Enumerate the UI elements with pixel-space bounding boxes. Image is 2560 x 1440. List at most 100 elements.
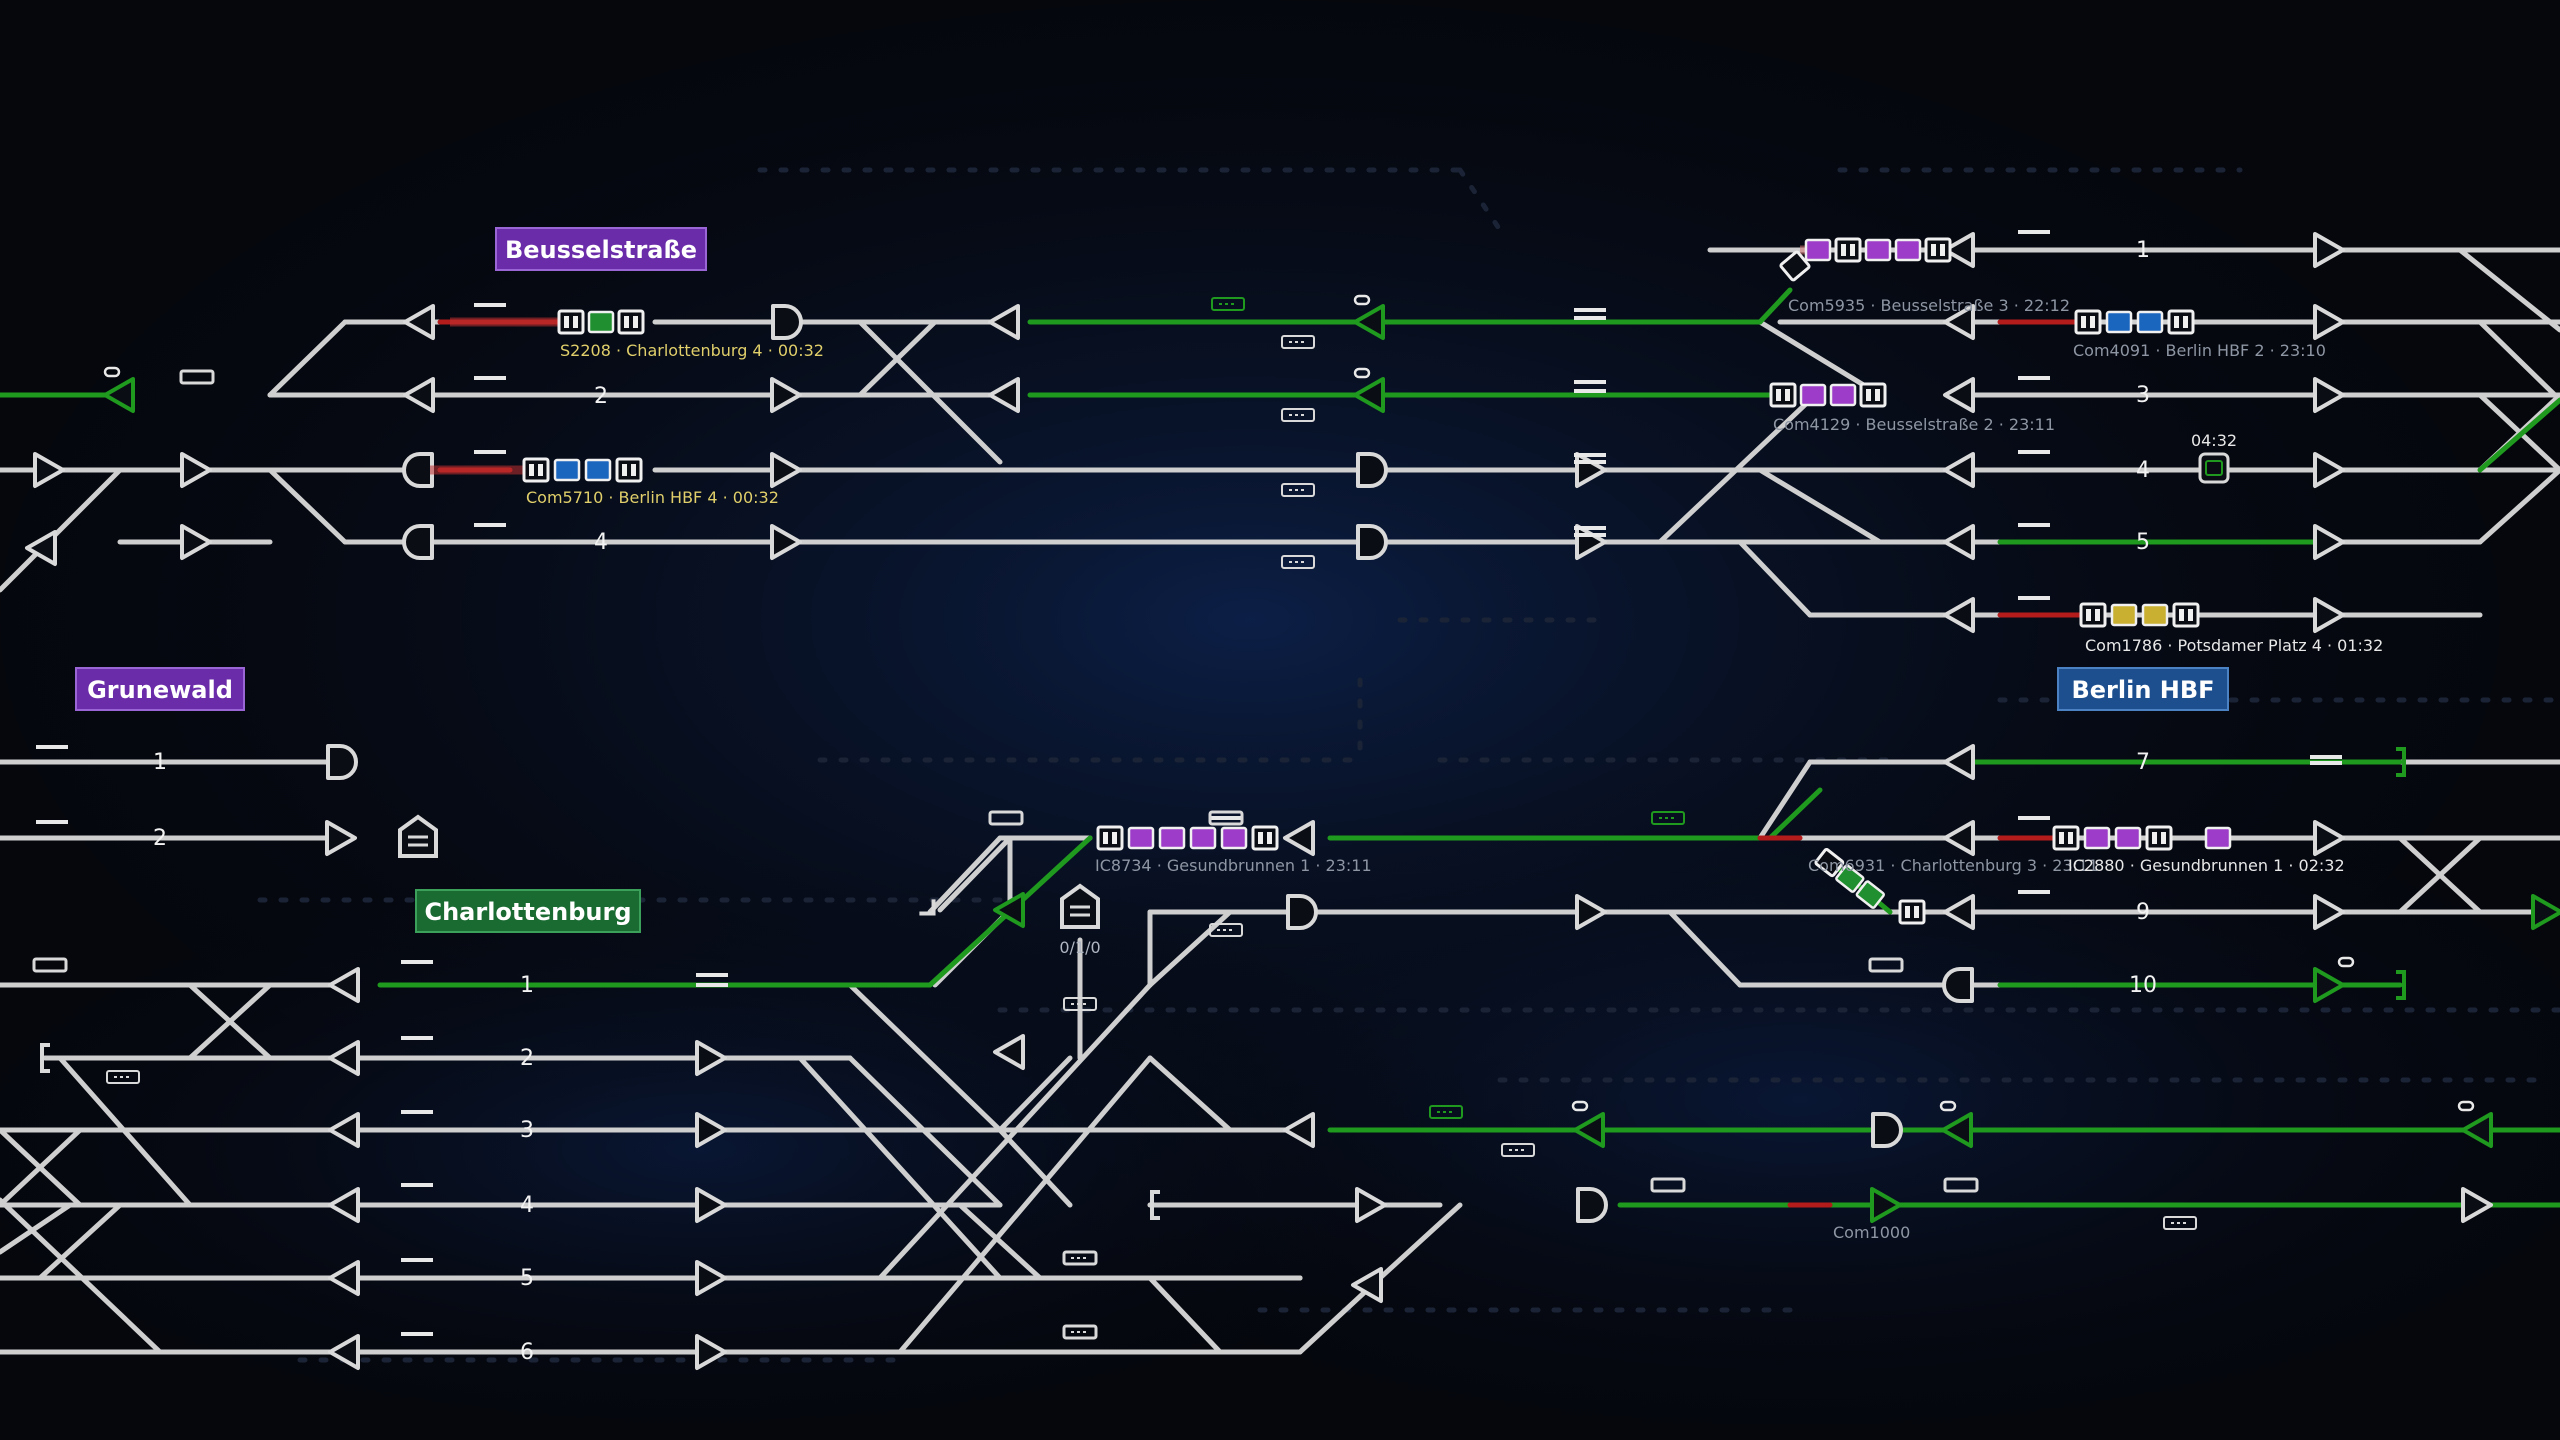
- signal-open-icon[interactable]: [988, 304, 1020, 340]
- signal-closed-icon[interactable]: [1286, 894, 1318, 930]
- signal-open-icon[interactable]: [2313, 304, 2345, 340]
- signal-open-icon[interactable]: [33, 452, 65, 488]
- signal-open-icon[interactable]: [328, 1112, 360, 1148]
- signal-open-icon[interactable]: [1943, 597, 1975, 633]
- station-berlin-hbf[interactable]: Berlin HBF: [2057, 667, 2229, 711]
- signal-open-icon[interactable]: [328, 1260, 360, 1296]
- signal-open-icon[interactable]: [988, 377, 1020, 413]
- signal-open-icon[interactable]: [2461, 1187, 2493, 1223]
- signal-open-icon[interactable]: [1283, 1112, 1315, 1148]
- signal-open-icon[interactable]: [103, 377, 135, 413]
- signal-open-icon[interactable]: [2313, 967, 2345, 1003]
- signal-open-icon[interactable]: [180, 524, 212, 560]
- signal-open-icon[interactable]: [993, 892, 1025, 928]
- locomotive-icon[interactable]: [1859, 382, 1887, 408]
- signal-open-icon[interactable]: [1943, 304, 1975, 340]
- locomotive-icon[interactable]: [1924, 237, 1952, 263]
- train-depot-icon[interactable]: [398, 814, 438, 858]
- signal-open-icon[interactable]: [2313, 232, 2345, 268]
- signal-closed-icon[interactable]: [1576, 1187, 1608, 1223]
- locomotive-icon[interactable]: [1834, 237, 1862, 263]
- signal-open-icon[interactable]: [1943, 377, 1975, 413]
- signal-open-icon[interactable]: [403, 304, 435, 340]
- locomotive-icon[interactable]: [2167, 309, 2195, 335]
- signal-open-icon[interactable]: [1351, 1267, 1383, 1303]
- signal-closed-icon[interactable]: [1871, 1112, 1903, 1148]
- signal-open-icon[interactable]: [1353, 304, 1385, 340]
- signal-open-icon[interactable]: [993, 1034, 1025, 1070]
- signal-open-icon[interactable]: [770, 377, 802, 413]
- signal-open-icon[interactable]: [1943, 524, 1975, 560]
- locomotive-icon[interactable]: [2172, 602, 2200, 628]
- signal-open-icon[interactable]: [2531, 894, 2560, 930]
- signal-open-icon[interactable]: [2313, 820, 2345, 856]
- signal-open-icon[interactable]: [1943, 894, 1975, 930]
- signal-open-icon[interactable]: [1870, 1187, 1902, 1223]
- signal-open-icon[interactable]: [1355, 1187, 1387, 1223]
- locomotive-icon[interactable]: [2052, 825, 2080, 851]
- locomotive-icon[interactable]: [1096, 825, 1124, 851]
- signal-open-icon[interactable]: [325, 820, 357, 856]
- signal-open-icon[interactable]: [1573, 1112, 1605, 1148]
- signal-closed-icon[interactable]: [402, 452, 434, 488]
- locomotive-icon[interactable]: [1898, 899, 1926, 925]
- station-beusselstrasse[interactable]: Beusselstraße: [495, 227, 707, 271]
- locomotive-icon[interactable]: [2145, 825, 2173, 851]
- signal-open-icon[interactable]: [2313, 597, 2345, 633]
- locomotive-icon[interactable]: [617, 309, 645, 335]
- signal-open-icon[interactable]: [770, 524, 802, 560]
- signal-open-icon[interactable]: [328, 1334, 360, 1370]
- signal-open-icon[interactable]: [695, 1112, 727, 1148]
- signal-open-icon[interactable]: [1943, 452, 1975, 488]
- locomotive-icon[interactable]: [2079, 602, 2107, 628]
- signal-open-icon[interactable]: [25, 530, 57, 566]
- wagon-icon: [587, 310, 615, 334]
- locomotive-icon[interactable]: [615, 457, 643, 483]
- signal-closed-icon[interactable]: [326, 744, 358, 780]
- signal-open-icon[interactable]: [1943, 744, 1975, 780]
- signal-open-icon[interactable]: [695, 1187, 727, 1223]
- chain-link-icon: [1353, 294, 1371, 306]
- signals[interactable]: [25, 232, 2560, 1370]
- locomotive-icon[interactable]: [522, 457, 550, 483]
- signal-closed-icon[interactable]: [402, 524, 434, 560]
- signal-open-icon[interactable]: [1353, 377, 1385, 413]
- locomotive-icon[interactable]: [2074, 309, 2102, 335]
- signal-closed-icon[interactable]: [1942, 967, 1974, 1003]
- signal-open-icon[interactable]: [2313, 894, 2345, 930]
- signal-open-icon[interactable]: [770, 452, 802, 488]
- signal-open-icon[interactable]: [1943, 820, 1975, 856]
- signal-open-icon[interactable]: [695, 1040, 727, 1076]
- signal-closed-icon[interactable]: [771, 304, 803, 340]
- signal-open-icon[interactable]: [2461, 1112, 2493, 1148]
- station-charlottenburg[interactable]: Charlottenburg: [415, 889, 641, 933]
- timer-text: 04:32: [2191, 431, 2237, 450]
- signal-open-icon[interactable]: [1941, 1112, 1973, 1148]
- locomotive-icon[interactable]: [1251, 825, 1279, 851]
- signal-closed-icon[interactable]: [1356, 452, 1388, 488]
- station-grunewald[interactable]: Grunewald: [75, 667, 245, 711]
- signal-open-icon[interactable]: [1575, 894, 1607, 930]
- signal-open-icon[interactable]: [2313, 377, 2345, 413]
- signal-open-icon[interactable]: [1943, 232, 1975, 268]
- signal-open-icon[interactable]: [328, 967, 360, 1003]
- signal-open-icon[interactable]: [695, 1260, 727, 1296]
- trains[interactable]: [430, 237, 2232, 925]
- locomotive-icon[interactable]: [1769, 382, 1797, 408]
- signal-open-icon[interactable]: [328, 1187, 360, 1223]
- wagon-icon: [1864, 238, 1892, 262]
- signal-open-icon[interactable]: [2313, 524, 2345, 560]
- signal-open-icon[interactable]: [695, 1334, 727, 1370]
- train-com6931[interactable]: [1814, 848, 1885, 909]
- chain-link-icon: [2337, 956, 2355, 968]
- platform-number: 6: [520, 1340, 534, 1365]
- signal-open-icon[interactable]: [328, 1040, 360, 1076]
- signal-open-icon[interactable]: [2313, 452, 2345, 488]
- signal-open-icon[interactable]: [180, 452, 212, 488]
- signal-open-icon[interactable]: [1283, 820, 1315, 856]
- signal-open-icon[interactable]: [403, 377, 435, 413]
- locomotive-icon[interactable]: [557, 309, 585, 335]
- train-depot-icon[interactable]: 0/1/0: [1059, 883, 1101, 957]
- signal-closed-icon[interactable]: [1356, 524, 1388, 560]
